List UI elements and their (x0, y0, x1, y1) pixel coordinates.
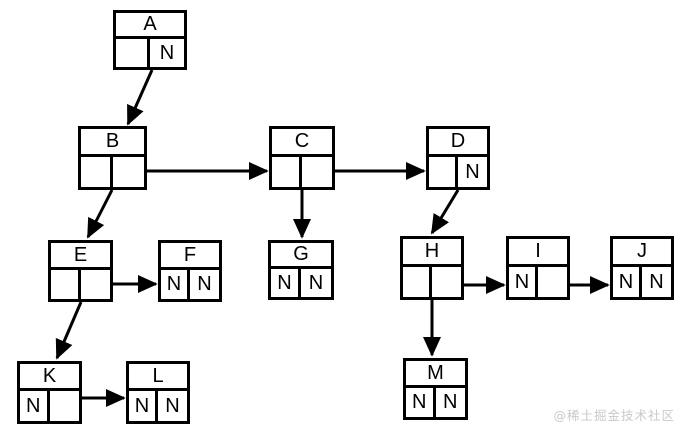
node-d-pointer-cells: N (429, 156, 487, 187)
node-a-right-cell: N (159, 41, 175, 64)
node-l-left-cell: N (129, 391, 158, 421)
node-h-pointer-cells (403, 266, 461, 297)
node-h[interactable]: H (400, 236, 464, 300)
node-l-label: L (129, 364, 187, 392)
node-m-label: M (406, 361, 465, 388)
node-i-right-cell (538, 267, 567, 297)
node-b-right-cell (113, 157, 145, 187)
node-a-left-cell (116, 38, 150, 67)
node-k-left-cell: N (20, 391, 50, 421)
node-a-label: A (116, 13, 184, 39)
node-b-left-cell (81, 156, 113, 187)
node-f-label: F (161, 243, 219, 270)
node-g-right-cell: N (308, 271, 324, 294)
node-h-right-cell (432, 267, 461, 297)
node-e-pointer-cells (51, 269, 111, 299)
node-c-pointer-cells (272, 156, 332, 187)
node-e[interactable]: E (48, 240, 113, 302)
edge-b-to-e (86, 189, 114, 239)
node-c-label: C (272, 129, 332, 157)
node-h-left-cell (403, 266, 432, 297)
node-e-right-cell (81, 270, 111, 299)
node-d-label: D (429, 129, 487, 157)
edge-e-to-k (55, 301, 83, 360)
node-k-pointer-cells: N (20, 391, 79, 421)
node-e-left-cell (51, 269, 81, 299)
node-b[interactable]: B (78, 126, 147, 190)
node-d-right-cell: N (465, 160, 480, 183)
node-g-label: G (271, 243, 331, 269)
node-j-label: J (613, 239, 671, 267)
node-h-label: H (403, 239, 461, 267)
node-g-left-cell: N (271, 268, 301, 297)
node-k-label: K (20, 364, 79, 392)
node-c-right-cell (302, 157, 332, 187)
node-l-right-cell: N (165, 395, 180, 418)
node-i-label: I (509, 239, 567, 267)
watermark-text: @稀土掘金技术社区 (553, 408, 675, 423)
node-i-pointer-cells: N (509, 266, 567, 297)
edge-d-to-h (430, 189, 460, 235)
node-c-left-cell (272, 156, 302, 187)
node-j-left-cell: N (613, 266, 642, 297)
node-a-pointer-cells: N (116, 38, 184, 67)
node-k-right-cell (50, 391, 80, 421)
node-b-label: B (81, 129, 144, 157)
node-j-right-cell: N (649, 270, 664, 293)
node-d-left-cell (429, 156, 458, 187)
node-i-left-cell: N (509, 266, 538, 297)
node-m-right-cell: N (443, 391, 458, 414)
edge-group (55, 69, 610, 407)
node-f-left-cell: N (161, 269, 190, 299)
node-f-right-cell: N (197, 273, 212, 296)
node-e-label: E (51, 243, 110, 270)
node-c[interactable]: C (269, 126, 335, 190)
node-m-left-cell: N (406, 387, 436, 417)
node-b-pointer-cells (81, 156, 145, 187)
edge-a-to-b (126, 69, 154, 126)
